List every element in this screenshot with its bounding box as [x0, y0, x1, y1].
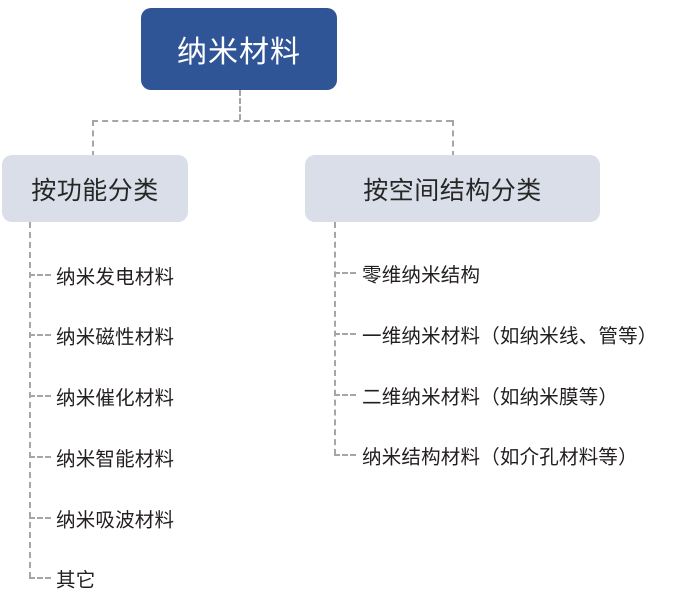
leaf-right-3[interactable]: 二维纳米材料（如纳米膜等）: [362, 386, 619, 409]
connector-stub-right-2: [334, 333, 356, 335]
leaf-left-2[interactable]: 纳米磁性材料: [56, 326, 175, 349]
connector-stub-left-2: [29, 334, 51, 336]
connector-drop-right-branch: [452, 120, 454, 157]
connector-stub-right-1: [334, 272, 356, 274]
leaf-left-6[interactable]: 其它: [56, 569, 96, 592]
connector-trunk-left: [29, 222, 31, 578]
node-root[interactable]: 纳米材料: [141, 8, 337, 90]
node-root-label: 纳米材料: [177, 36, 301, 69]
connector-stub-right-3: [334, 394, 356, 396]
node-branch-by-function[interactable]: 按功能分类: [2, 155, 188, 222]
connector-horizontal-bus: [92, 120, 452, 122]
connector-stub-left-4: [29, 456, 51, 458]
leaf-right-2[interactable]: 一维纳米材料（如纳米线、管等）: [362, 325, 658, 348]
leaf-left-1[interactable]: 纳米发电材料: [56, 266, 175, 289]
leaf-left-3[interactable]: 纳米催化材料: [56, 387, 175, 410]
leaf-right-4[interactable]: 纳米结构材料（如介孔材料等）: [362, 446, 638, 469]
connector-root-stem: [239, 90, 241, 120]
node-branch-by-structure-label: 按空间结构分类: [363, 176, 542, 205]
leaf-left-4[interactable]: 纳米智能材料: [56, 448, 175, 471]
connector-stub-left-1: [29, 274, 51, 276]
connector-stub-left-3: [29, 395, 51, 397]
node-branch-by-structure[interactable]: 按空间结构分类: [305, 155, 600, 222]
connector-stub-left-5: [29, 517, 51, 519]
connector-drop-left-branch: [92, 120, 94, 157]
leaf-right-1[interactable]: 零维纳米结构: [362, 264, 481, 287]
node-branch-by-function-label: 按功能分类: [31, 176, 159, 205]
connector-stub-left-6: [29, 577, 51, 579]
connector-stub-right-4: [334, 454, 356, 456]
leaf-left-5[interactable]: 纳米吸波材料: [56, 509, 175, 532]
connector-trunk-right: [334, 222, 336, 455]
